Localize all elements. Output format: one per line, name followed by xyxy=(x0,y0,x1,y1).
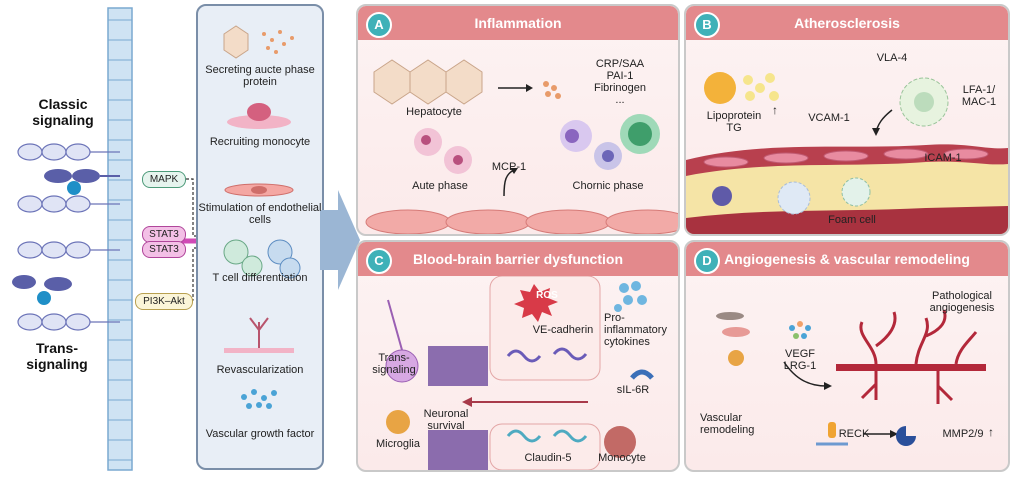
mapk-badge: MAPK xyxy=(142,171,186,188)
trans-signaling-c-label: Trans- signaling xyxy=(372,352,416,376)
cytokine-dots xyxy=(614,281,647,312)
chronic-phase-cells xyxy=(560,114,660,170)
ve-cadherin-label: VE-cadherin xyxy=(532,324,594,336)
panel-c-title: Blood-brain barrier dysfunction xyxy=(412,251,623,267)
acute-proteins-label: CRP/SAA PAI-1 Fibrinogen ... xyxy=(594,58,646,106)
stat3-badge-bottom: STAT3 xyxy=(142,241,186,258)
growth-factor-icon xyxy=(241,389,277,409)
hepatocyte-cluster xyxy=(373,59,483,105)
panel-a-badge: A xyxy=(366,12,392,38)
ros-label: ROS xyxy=(536,290,558,301)
classic-signaling-label: Classic signaling xyxy=(32,96,94,128)
mmp-label: MMP2/9 xyxy=(942,428,984,440)
panel-d-title: Angiogenesis & vascular remodeling xyxy=(724,251,970,267)
atherosclerosis-graphic xyxy=(686,72,1008,234)
vegf-lrg1-label: VEGF LRG-1 xyxy=(783,348,817,372)
panel-c-badge: C xyxy=(366,248,392,274)
icam1-label: ICAM-1 xyxy=(924,152,962,164)
monocyte-label: Monocyte xyxy=(598,452,646,464)
monocyte-icon xyxy=(227,103,291,129)
acute-phase-cells xyxy=(414,128,472,174)
t-cell-icon xyxy=(223,239,301,279)
pi3k-akt-badge: PI3K–Akt xyxy=(135,293,193,310)
panel-b-badge: B xyxy=(694,12,720,38)
lipoprotein-label: Lipoprotein TG xyxy=(706,110,762,134)
bbb-graphic xyxy=(385,276,654,470)
vegf-particles xyxy=(789,321,811,339)
cell-membrane xyxy=(107,7,133,471)
chronic-phase-label: Chornic phase xyxy=(572,180,644,192)
gp130-receptor-chain xyxy=(17,143,120,213)
angiogenesis-graphic xyxy=(716,309,986,446)
claudin5-label: Claudin-5 xyxy=(524,452,572,464)
effect-label-3: Stimulation of endothelial cells xyxy=(198,202,322,226)
effect-label-4: T cell differentiation xyxy=(212,272,308,284)
panel-d-badge: D xyxy=(694,248,720,274)
inflammation-graphic xyxy=(365,59,678,234)
panel-bbb-dysfunction: C Blood-brain barrier dysfunction ROS VE… xyxy=(356,240,680,472)
trans-signaling-label: Trans- signaling xyxy=(26,340,88,372)
microglia-label: Microglia xyxy=(375,438,420,450)
microglia-cell xyxy=(386,410,410,434)
vcam1-label: VCAM-1 xyxy=(808,112,850,124)
foam-cells xyxy=(712,177,871,215)
sil6r-label: sIL-6R xyxy=(616,384,650,396)
revascularization-icon xyxy=(224,317,294,353)
pathological-angiogenesis-label: Pathological angiogenesis xyxy=(929,290,995,314)
acute-phase-label: Aute phase xyxy=(412,180,468,192)
effect-label-5: Revascularization xyxy=(216,364,304,376)
leukocyte xyxy=(899,77,949,127)
panel-atherosclerosis: B Atherosclerosis Lipoprotein TG ↑ VLA-4… xyxy=(684,4,1010,236)
monocyte-cell xyxy=(604,426,636,458)
vessel xyxy=(836,364,986,371)
lipoprotein-up-arrow: ↑ xyxy=(772,103,778,117)
effect-label-6: Vascular growth factor xyxy=(205,428,315,440)
vla4-label: VLA-4 xyxy=(876,52,908,64)
panel-angiogenesis: D Angiogenesis & vascular remodeling Pat… xyxy=(684,240,1010,472)
effects-icons xyxy=(223,25,301,409)
soluble-il6r-complex xyxy=(12,275,72,305)
il6-receptor-complex xyxy=(44,169,120,195)
reck-protein xyxy=(816,422,848,446)
receptor-signaling-graphic xyxy=(12,7,200,471)
effect-label-1: Secreting aucte phase protein xyxy=(205,64,315,88)
panel-inflammation: A Inflammation Hepatocyte CRP/SAA PAI-1 … xyxy=(356,4,680,236)
mmp-enzyme xyxy=(896,426,916,446)
foam-cell-label: Foam cell xyxy=(828,214,876,226)
panel-a-title: Inflammation xyxy=(474,15,562,31)
hepatocyte-label: Hepatocyte xyxy=(406,106,462,118)
flow-arrow xyxy=(320,190,360,290)
neuron xyxy=(385,299,419,383)
panel-b-title: Atherosclerosis xyxy=(794,15,900,31)
mcp1-label: MCP-1 xyxy=(491,161,527,173)
mmp-up-arrow: ↑ xyxy=(988,425,994,439)
ros-burst xyxy=(514,284,558,322)
pro-inflammatory-label: Pro- inflammatory cytokines xyxy=(604,312,667,348)
vascular-remodeling-label: Vascular remodeling xyxy=(700,412,755,436)
neuronal-survival-label: Neuronal survival xyxy=(423,408,469,432)
endothelial-cell-icon xyxy=(224,183,294,197)
angiogenic-sprouts xyxy=(859,309,978,404)
reck-label: RECK xyxy=(838,428,870,440)
endothelium xyxy=(365,209,678,234)
hepatocyte-icon xyxy=(223,25,294,59)
effect-label-2: Recruiting monocyte xyxy=(209,136,311,148)
lipoprotein-particles xyxy=(704,72,779,104)
lfa1-label: LFA-1/ MAC-1 xyxy=(961,84,997,108)
effects-column xyxy=(196,4,324,470)
